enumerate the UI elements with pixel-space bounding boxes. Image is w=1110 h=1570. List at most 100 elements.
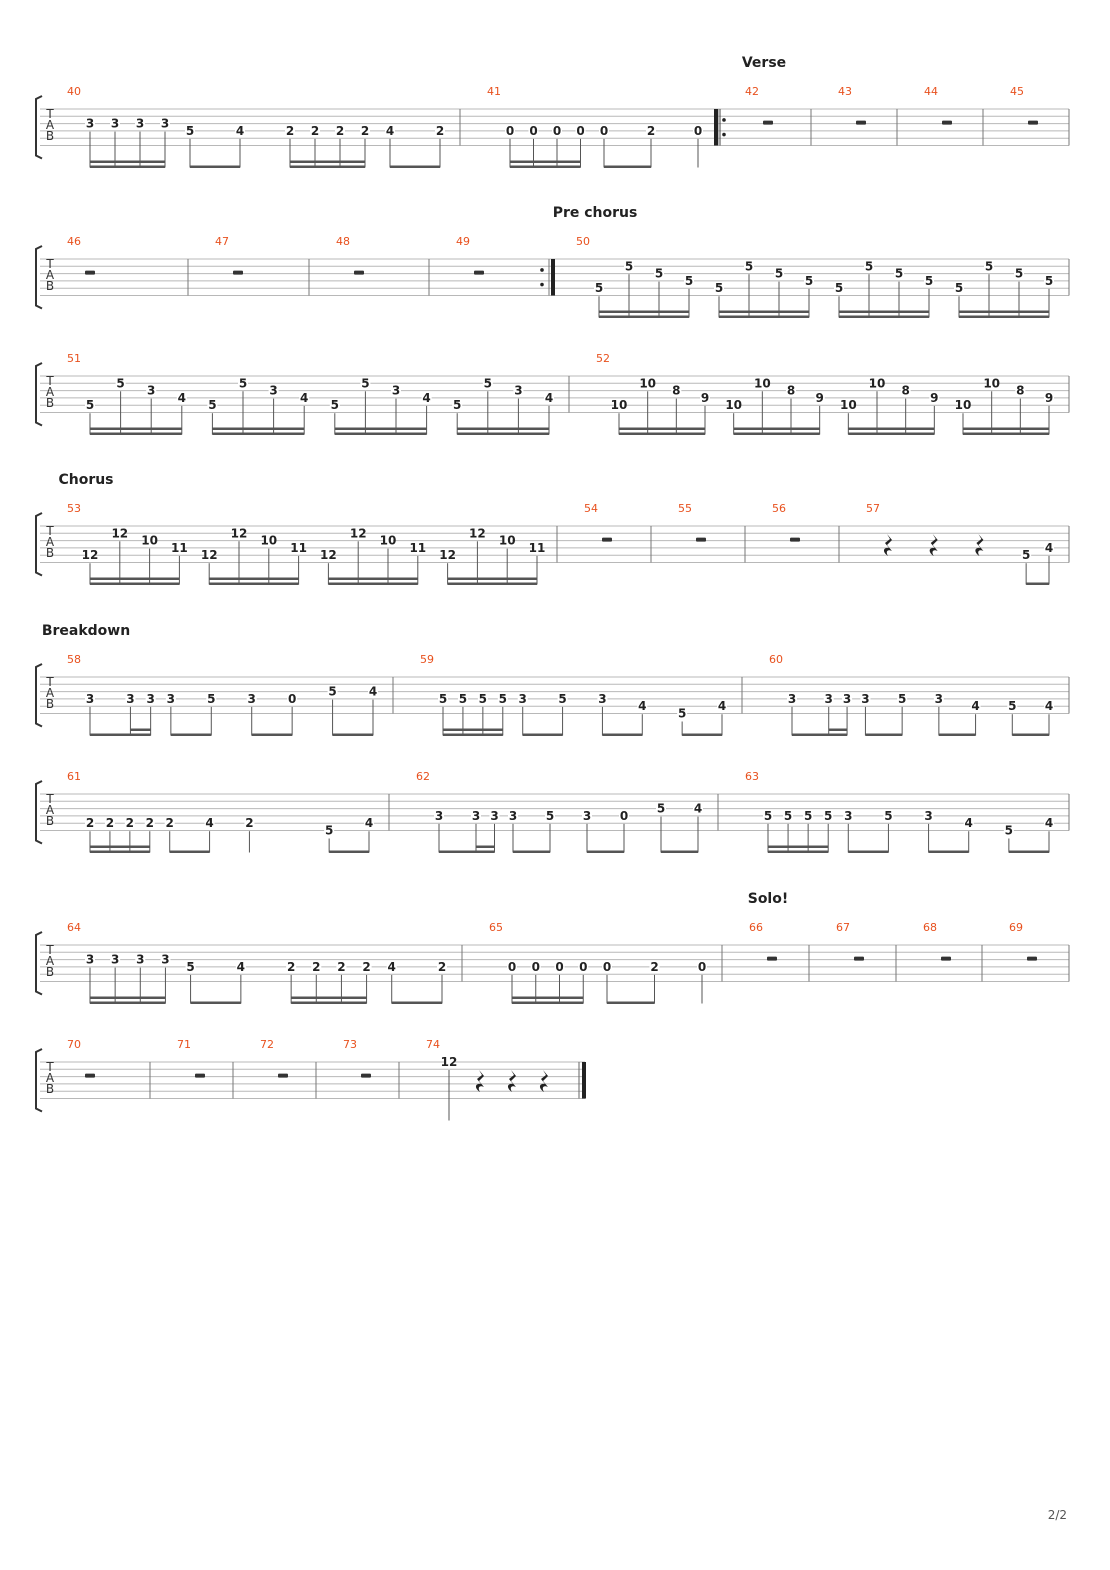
beam-secondary [768, 845, 789, 848]
whole-rest [195, 1073, 205, 1078]
fret-backdrop [471, 809, 481, 821]
beam-secondary [510, 160, 534, 163]
beam [733, 432, 820, 435]
beam-secondary [533, 160, 557, 163]
beam-secondary [1019, 310, 1049, 313]
fret-backdrop [329, 399, 340, 411]
fret-backdrop [517, 692, 528, 704]
beam-secondary [476, 845, 495, 848]
fret-backdrop [176, 391, 187, 403]
beam [329, 850, 369, 853]
measure-number: 48 [336, 235, 350, 248]
beam-secondary [268, 577, 299, 580]
fret-number: 10 [639, 376, 656, 390]
fret-backdrop [532, 541, 542, 553]
measure-number: 71 [177, 1038, 191, 1051]
fret-number: 5 [884, 809, 892, 823]
beam [848, 850, 889, 853]
tab-clef-letter: T [45, 374, 54, 388]
fret-number: 3 [161, 117, 169, 131]
beam-secondary [120, 427, 152, 430]
fret-number: 10 [260, 534, 277, 548]
fret-number: 2 [245, 816, 253, 830]
fret-number: 2 [311, 124, 319, 138]
tab-clef-letter: T [45, 675, 54, 689]
fret-number: 3 [136, 117, 144, 131]
beam [443, 733, 503, 736]
fret-backdrop [268, 384, 279, 396]
fret-backdrop [552, 124, 562, 136]
measure-number: 74 [426, 1038, 440, 1051]
fret-number: 5 [625, 259, 633, 273]
fret-number: 2 [436, 124, 444, 138]
fret-backdrop [774, 267, 784, 279]
fret-backdrop [336, 960, 347, 972]
measure-number: 68 [923, 921, 937, 934]
beam-secondary [477, 577, 508, 580]
beam-secondary [676, 427, 705, 430]
fret-number: 4 [545, 391, 553, 405]
tab-clef-letter: A [46, 1071, 55, 1085]
fret-number: 11 [529, 541, 546, 555]
fret-number: 3 [269, 384, 277, 398]
fret-number: 10 [840, 398, 857, 412]
beam [90, 432, 182, 435]
fret-backdrop [489, 809, 500, 821]
fret-backdrop [528, 124, 539, 136]
fret-backdrop [1044, 700, 1054, 712]
fret-backdrop [757, 377, 768, 389]
beam [391, 1001, 442, 1004]
measure-number: 64 [67, 921, 81, 934]
beam [839, 315, 929, 318]
tab-clef-letter: T [45, 107, 54, 121]
fret-number: 5 [439, 692, 447, 706]
fret-number: 12 [82, 548, 99, 562]
tab-clef-letter: A [46, 385, 55, 399]
tab-clef-letter: A [46, 803, 55, 817]
beam-secondary [130, 728, 151, 731]
tab-clef-letter: A [46, 268, 55, 282]
tab-clef-letter: A [46, 954, 55, 968]
quarter-rest [507, 1070, 516, 1092]
fret-number: 5 [775, 267, 783, 281]
fret-number: 4 [205, 816, 213, 830]
fret-backdrop [115, 377, 126, 389]
fret-number: 2 [361, 124, 369, 138]
beam [848, 432, 935, 435]
fret-number: 5 [546, 809, 554, 823]
fret-backdrop [671, 384, 682, 396]
fret-backdrop [482, 377, 493, 389]
fret-backdrop [823, 692, 834, 704]
beam-secondary [959, 310, 989, 313]
fret-backdrop [557, 692, 568, 704]
fret-number: 3 [86, 953, 94, 967]
measure-number: 56 [772, 502, 786, 515]
fret-backdrop [444, 1056, 454, 1067]
fret-number: 5 [764, 809, 772, 823]
beam-secondary [115, 996, 141, 999]
fret-number: 11 [171, 541, 188, 555]
beam [190, 165, 240, 168]
tab-clef-letter: T [45, 943, 54, 957]
fret-number: 5 [1008, 699, 1016, 713]
fret-backdrop [872, 377, 882, 389]
fret-number: 0 [579, 960, 587, 974]
fret-backdrop [933, 692, 944, 704]
fret-backdrop [619, 809, 629, 821]
section-label: Breakdown [42, 623, 130, 639]
fret-backdrop [165, 692, 176, 704]
beam-secondary [791, 427, 820, 430]
fret-backdrop [1014, 267, 1024, 279]
repeat-thick-bar [714, 109, 718, 146]
fret-backdrop [364, 817, 374, 829]
beam-secondary [963, 427, 992, 430]
fret-backdrop [787, 692, 797, 704]
fret-number: 3 [509, 809, 517, 823]
beam [1012, 733, 1049, 736]
fret-backdrop [599, 124, 609, 136]
fret-number: 4 [300, 391, 308, 405]
beam [792, 733, 848, 736]
fret-number: 2 [337, 960, 345, 974]
fret-number: 0 [532, 960, 540, 974]
